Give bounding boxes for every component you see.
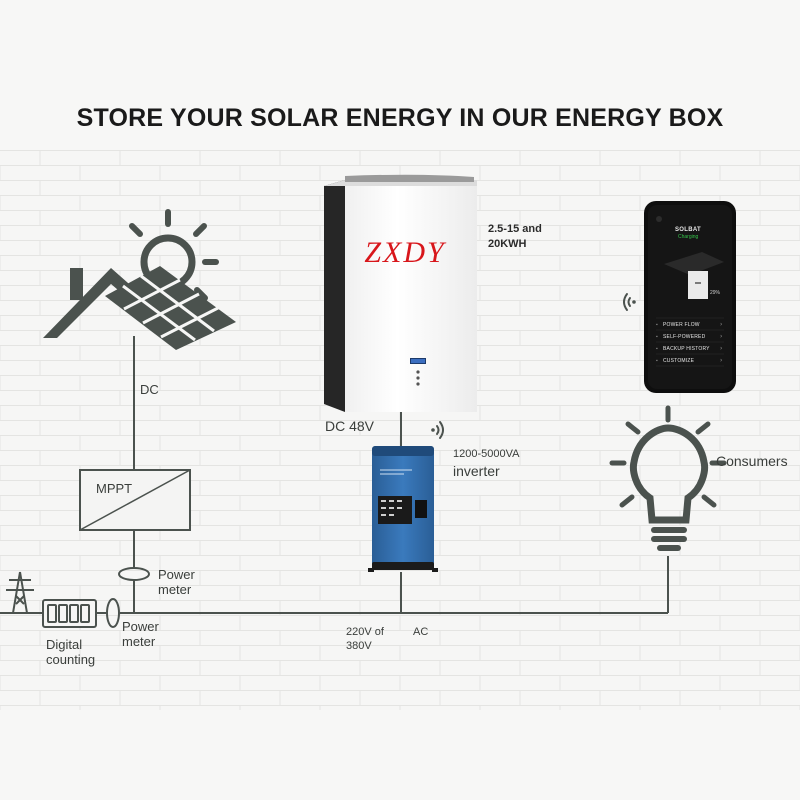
battery-brand-logo: ZXDY (364, 236, 446, 269)
phone-app-status: Charging (678, 234, 699, 240)
battery-unit (324, 174, 477, 412)
transmission-tower-icon (6, 571, 34, 614)
battery-capacity-line1: 2.5-15 and (488, 223, 542, 235)
wifi-icon-phone (623, 293, 636, 311)
phone-menu-icon: ▪ (656, 322, 658, 328)
ac-label: AC (413, 626, 429, 638)
power-meter-bottom-label-line2: meter (122, 634, 156, 649)
power-meter-top-label-line2: meter (158, 582, 192, 597)
mppt-box (79, 469, 191, 531)
page-title: STORE YOUR SOLAR ENERGY IN OUR ENERGY BO… (76, 104, 724, 132)
wiring (0, 336, 669, 614)
wifi-icon-inverter (431, 421, 444, 439)
mppt-label: MPPT (96, 481, 133, 496)
power-meter-top-label-line1: Power (158, 567, 195, 582)
digital-counter-icon (42, 599, 97, 628)
battery-capacity-line2: 20KWH (488, 238, 527, 250)
light-bulb-icon (609, 405, 727, 551)
power-meter-top-icon (118, 567, 150, 581)
chevron-right-icon: › (720, 357, 723, 364)
phone-menu-item[interactable]: POWER FLOW (663, 322, 700, 328)
grid-voltage-line1: 220V of (346, 626, 384, 638)
consumers-label: Consumers (716, 453, 788, 469)
chevron-right-icon: › (720, 333, 723, 340)
phone-menu-item[interactable]: BACKUP HISTORY (663, 346, 710, 352)
chevron-right-icon: › (720, 321, 723, 328)
grid-voltage-line2: 380V (346, 640, 372, 652)
phone-menu-item[interactable]: SELF-POWERED (663, 334, 706, 340)
smartphone (644, 201, 736, 393)
power-meter-bottom-icon (106, 598, 120, 628)
phone-battery-percent: 29% (710, 290, 721, 296)
phone-menu-icon: ▪ (656, 358, 658, 364)
dc-label: DC (140, 382, 159, 397)
phone-menu-icon: ▪ (656, 346, 658, 352)
battery-voltage-label: DC 48V (325, 418, 375, 434)
chevron-right-icon: › (720, 345, 723, 352)
digital-counting-label-line1: Digital (46, 637, 83, 652)
digital-counting-label-line2: counting (46, 652, 96, 667)
phone-app-title: SOLBAT (675, 227, 702, 233)
inverter-unit (368, 446, 438, 572)
phone-menu-icon: ▪ (656, 334, 658, 340)
phone-menu-item[interactable]: CUSTOMIZE (663, 358, 695, 364)
house-roof-icon (43, 268, 181, 338)
solar-panel-icon (105, 266, 236, 350)
power-meter-bottom-label-line1: Power (122, 619, 159, 634)
inverter-rating-label: 1200-5000VA (453, 448, 520, 460)
inverter-name-label: inverter (453, 463, 500, 479)
